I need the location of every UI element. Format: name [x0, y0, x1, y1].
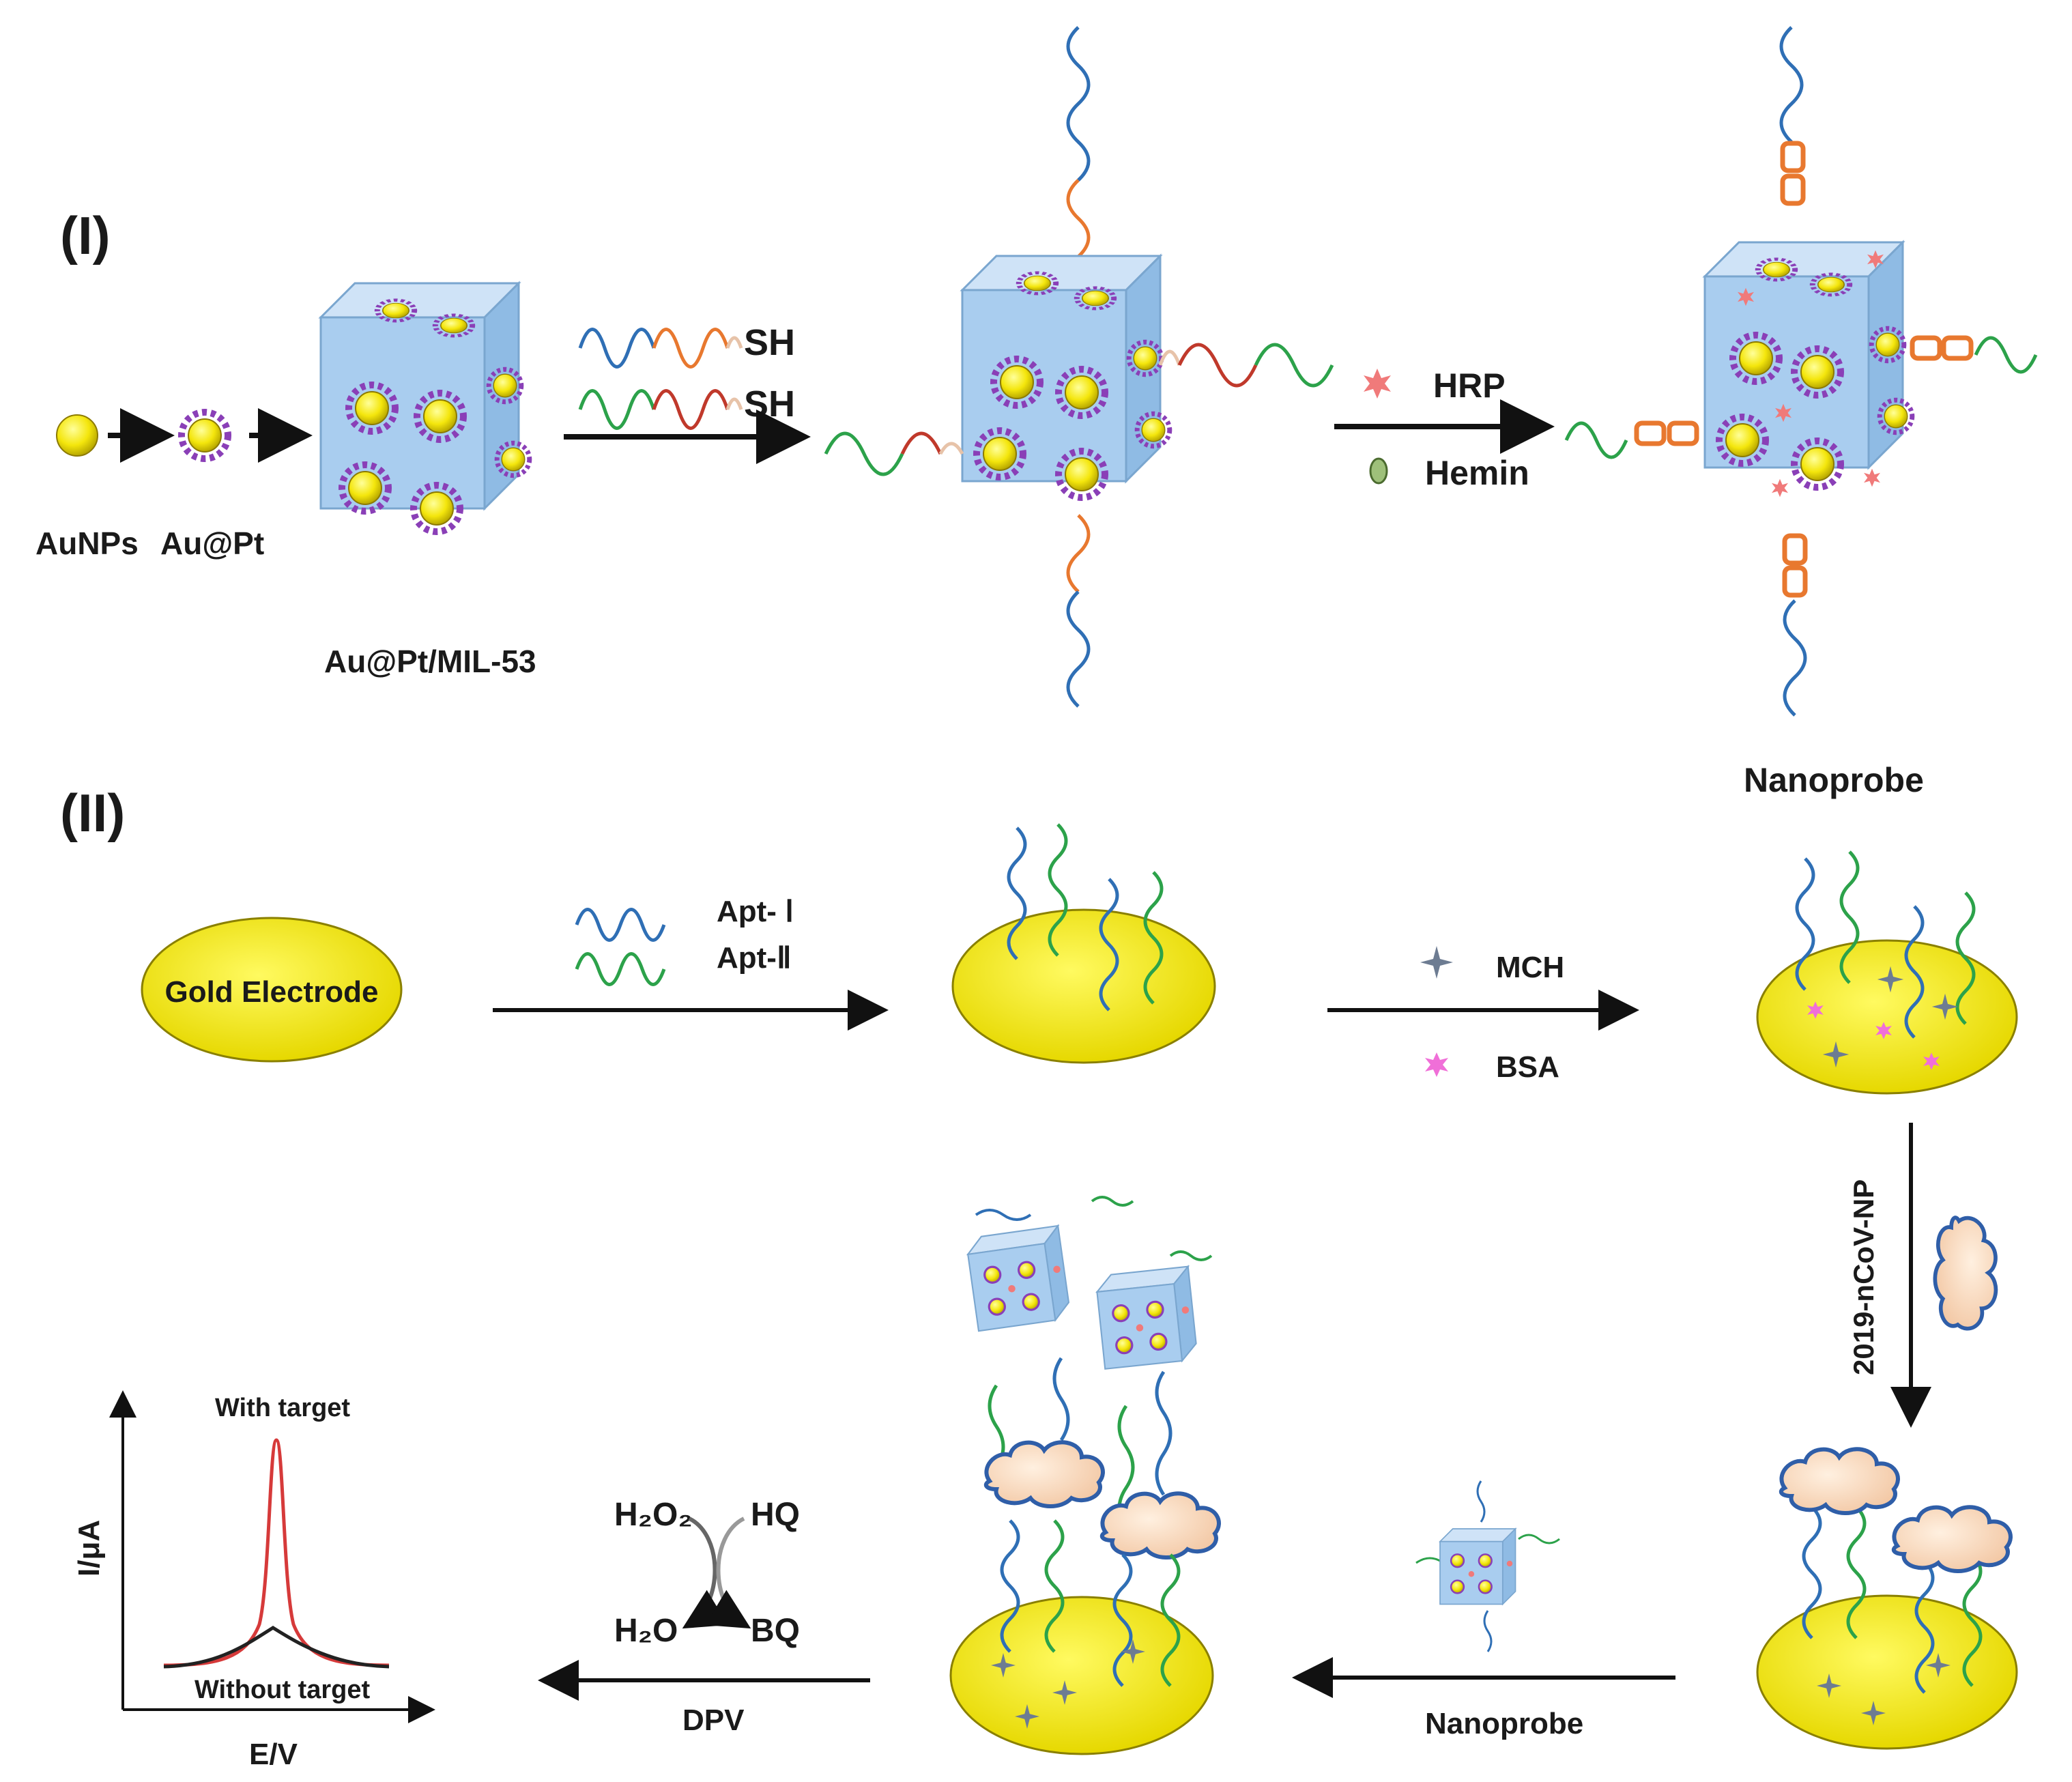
mch-label: MCH: [1496, 951, 1564, 984]
sh-aptamer-blue: [578, 328, 656, 369]
functionalized-cube: [824, 26, 1334, 708]
blocked-electrode: [1756, 850, 2018, 1095]
bsa-icon: [1425, 1052, 1448, 1077]
sh-aptamer-green: [578, 389, 656, 430]
mch-icon: [1420, 946, 1453, 979]
apt1-label: Apt- Ⅰ: [717, 895, 794, 928]
hrp-label: HRP: [1433, 367, 1506, 405]
nanoprobe-step-label: Nanoprobe: [1425, 1707, 1583, 1740]
hemin-icon: [1369, 457, 1388, 485]
target-bound-electrode: [1756, 1449, 2018, 1750]
panel-i-label: (I): [60, 205, 111, 265]
without-target-label: Without target: [195, 1676, 371, 1704]
nanoprobe-mini-icon: [1415, 1480, 1560, 1652]
aptamer-modified-electrode: [951, 823, 1216, 1064]
h2o-label: H₂O: [614, 1613, 678, 1649]
with-target-label: With target: [215, 1394, 350, 1422]
sandwich-electrode: [949, 1196, 1219, 1755]
bsa-label: BSA: [1496, 1050, 1559, 1084]
sh-label-2: SH: [744, 384, 795, 425]
y-axis-label: I/μA: [72, 1520, 106, 1577]
dpv-plot: [109, 1390, 435, 1723]
redox-curve-right: [705, 1517, 751, 1629]
aunp-particle: [56, 414, 98, 457]
sh-label-1: SH: [744, 322, 795, 363]
nanoprobe-cube: [1564, 26, 2038, 717]
apt2-label: Apt-Ⅱ: [717, 941, 792, 975]
virus-np-icon: [1935, 1218, 1996, 1329]
nanoprobe-label: Nanoprobe: [1744, 761, 1924, 799]
sh-aptamer-orange: [652, 328, 730, 369]
panel-ii-label: (II): [60, 783, 125, 843]
aunps-label: AuNPs: [35, 526, 139, 561]
redox-curve-left: [682, 1517, 728, 1629]
sh-aptamer-red: [652, 389, 730, 430]
aupt-label: Au@Pt: [160, 526, 264, 561]
mof-label: Au@Pt/MIL-53: [324, 644, 536, 679]
hq-label: HQ: [751, 1497, 800, 1533]
without-target-curve: [163, 1626, 390, 1669]
h2o2-label: H₂O₂: [614, 1497, 693, 1533]
bq-label: BQ: [751, 1613, 800, 1649]
aupt-particle: [182, 412, 228, 459]
hemin-label: Hemin: [1425, 454, 1529, 492]
apt2-legend-strand: [575, 952, 666, 986]
target-label: 2019-nCoV-NP: [1847, 1179, 1880, 1375]
dpv-label: DPV: [682, 1704, 745, 1737]
aupt-mil53-cube: [319, 282, 530, 532]
gold-electrode-label: Gold Electrode: [165, 975, 379, 1009]
apt1-legend-strand: [575, 908, 666, 942]
x-axis-label: E/V: [249, 1738, 298, 1771]
gold-electrode: [141, 917, 403, 1063]
hrp-icon: [1364, 369, 1391, 399]
